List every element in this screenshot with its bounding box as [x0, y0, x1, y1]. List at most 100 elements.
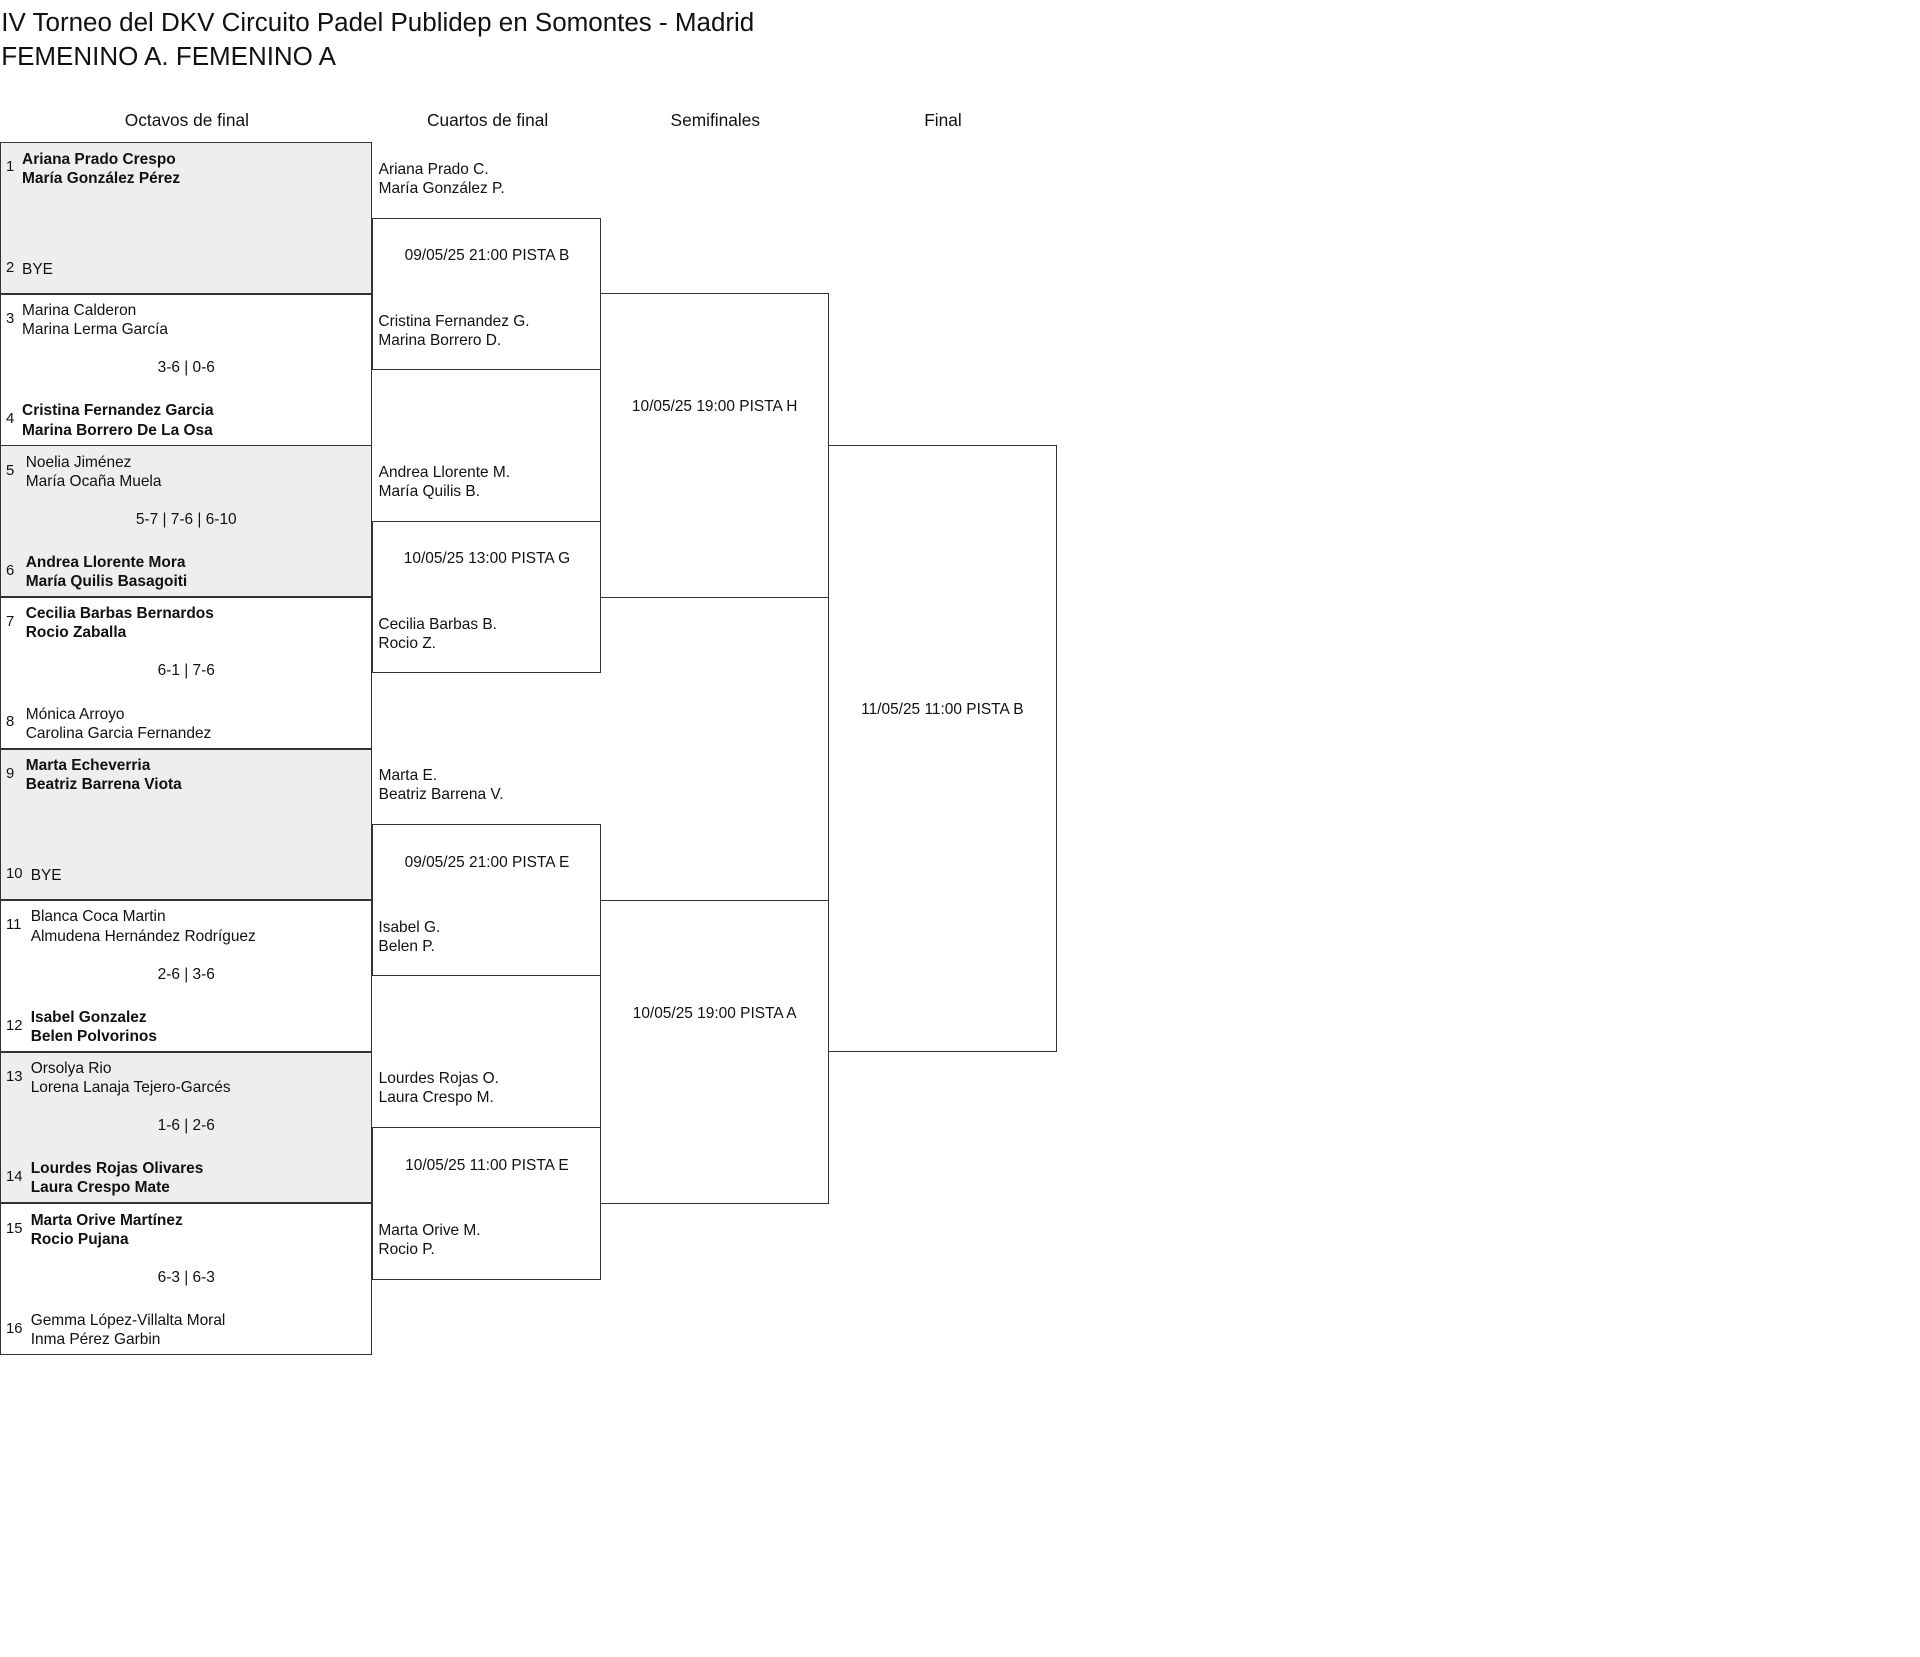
- seed-number: 14: [5, 1169, 23, 1186]
- seed-number: 15: [5, 1220, 23, 1237]
- player-name: Isabel Gonzalez: [30, 1008, 147, 1026]
- player-name: María Quilis B.: [378, 483, 481, 500]
- round-header-final: Final: [924, 110, 962, 131]
- team-bottom[interactable]: BYE: [22, 260, 53, 279]
- cuartos-team-bottom[interactable]: Isabel G. Belen P.: [378, 918, 440, 956]
- match-score: 6-1 | 7-6: [157, 662, 215, 680]
- player-name: Cecilia Barbas B.: [378, 615, 497, 633]
- cuartos-team-top[interactable]: Andrea Llorente M. María Quilis B.: [379, 463, 510, 501]
- player-name: María González P.: [378, 179, 505, 197]
- player-name: Laura Crespo M.: [378, 1089, 494, 1107]
- player-name: Lorena Lanaja Tejero-Garcés: [30, 1079, 231, 1097]
- player-name: Ariana Prado C.: [378, 160, 489, 178]
- match-score: 5-7 | 7-6 | 6-10: [135, 510, 237, 528]
- player-name: Lourdes Rojas O.: [378, 1070, 499, 1088]
- player-name: María Quilis Basagoiti: [25, 573, 188, 591]
- player-name: Ariana Prado Crespo: [22, 150, 176, 168]
- cuartos-team-bottom[interactable]: Cecilia Barbas B.Rocio Z.: [378, 615, 497, 653]
- match-schedule: 09/05/25 21:00 PISTA B: [404, 247, 570, 265]
- seed-number: 5: [5, 462, 15, 479]
- player-name: Marta Orive M.: [378, 1222, 481, 1240]
- final-match[interactable]: 11/05/25 11:00 PISTA B: [827, 444, 1057, 1053]
- match-schedule: 10/05/25 19:00 PISTA A: [632, 1004, 797, 1022]
- player-name: Blanca Coca Martin: [30, 908, 166, 926]
- tournament-title: IV Torneo del DKV Circuito Padel Publide…: [1, 7, 755, 38]
- cuartos-team-bottom[interactable]: Marta Orive M.Rocio P.: [378, 1221, 480, 1259]
- player-name: Marta Orive Martínez: [30, 1211, 183, 1229]
- match-schedule: 11/05/25 11:00 PISTA B: [861, 700, 1024, 718]
- seed-number: 4: [5, 411, 15, 428]
- player-name: Cristina Fernandez G.: [378, 312, 530, 330]
- cuartos-match[interactable]: 09/05/25 21:00 PISTA B Cristina Fernandez…: [372, 217, 602, 370]
- player-name: María Ocaña Muela: [25, 472, 162, 490]
- player-name: Almudena Hernández Rodríguez: [30, 927, 256, 945]
- cuartos-team-top[interactable]: Marta E.Beatriz Barrena V.: [379, 766, 504, 804]
- player-name: Belen P.: [378, 938, 435, 956]
- player-name: Rocio Zaballa: [25, 624, 127, 642]
- player-name: Isabel G.: [378, 918, 441, 936]
- match-schedule: 10/05/25 13:00 PISTA G: [403, 550, 571, 568]
- player-name: Orsolya Rio: [30, 1060, 112, 1078]
- round-header-octavos: Octavos de final: [124, 110, 249, 131]
- cuartos-team-top[interactable]: Lourdes Rojas O.Laura Crespo M.: [379, 1069, 499, 1107]
- seed-number: 13: [5, 1068, 23, 1085]
- cuartos-match[interactable]: 10/05/25 13:00 PISTA G Cecilia Barbas B.R…: [372, 520, 602, 674]
- player-name: Mónica Arroyo: [25, 705, 125, 723]
- player-name: María González Pérez: [22, 169, 181, 187]
- player-name: Cecilia Barbas Bernardos: [25, 605, 214, 623]
- match-score: 1-6 | 2-6: [157, 1117, 215, 1135]
- player-name: Beatriz Barrena Viota: [25, 776, 182, 794]
- seed-number: 1: [5, 159, 15, 176]
- player-name: Marina Borrero De La Osa: [22, 421, 213, 439]
- category-title: FEMENINO A. FEMENINO A: [1, 40, 336, 71]
- semifinal-match[interactable]: 10/05/25 19:00 PISTA H: [600, 293, 830, 598]
- player-name: Rocio P.: [378, 1241, 435, 1259]
- cuartos-team-bottom[interactable]: Cristina Fernandez G.Marina Borrero D.: [378, 312, 529, 350]
- player-name: Laura Crespo Mate: [30, 1179, 170, 1197]
- match-score: 2-6 | 3-6: [157, 965, 215, 983]
- semifinal-match[interactable]: 10/05/25 19:00 PISTA A: [600, 899, 830, 1205]
- player-name: BYE: [30, 867, 62, 884]
- player-name: Marta E.: [378, 767, 438, 784]
- cuartos-team-top[interactable]: Ariana Prado C.María González P.: [379, 160, 505, 198]
- player-name: Noelia Jiménez: [25, 453, 132, 471]
- player-name: Belen Polvorinos: [30, 1027, 157, 1045]
- player-name: Marina Calderon: [22, 302, 137, 320]
- seed-number: 16: [5, 1320, 23, 1337]
- seed-number: 11: [5, 917, 22, 934]
- player-name: Rocio Z.: [378, 634, 436, 652]
- match-score: 6-3 | 6-3: [157, 1268, 215, 1286]
- team-bottom[interactable]: BYE: [31, 866, 62, 885]
- player-name: Marina Lerma García: [22, 321, 169, 339]
- player-name: Marta Echeverria: [25, 756, 151, 774]
- seed-number: 8: [5, 714, 15, 731]
- player-name: Andrea Llorente M.: [378, 463, 511, 481]
- seed-number: 3: [5, 310, 15, 327]
- player-name: Gemma López-Villalta Moral: [30, 1311, 226, 1329]
